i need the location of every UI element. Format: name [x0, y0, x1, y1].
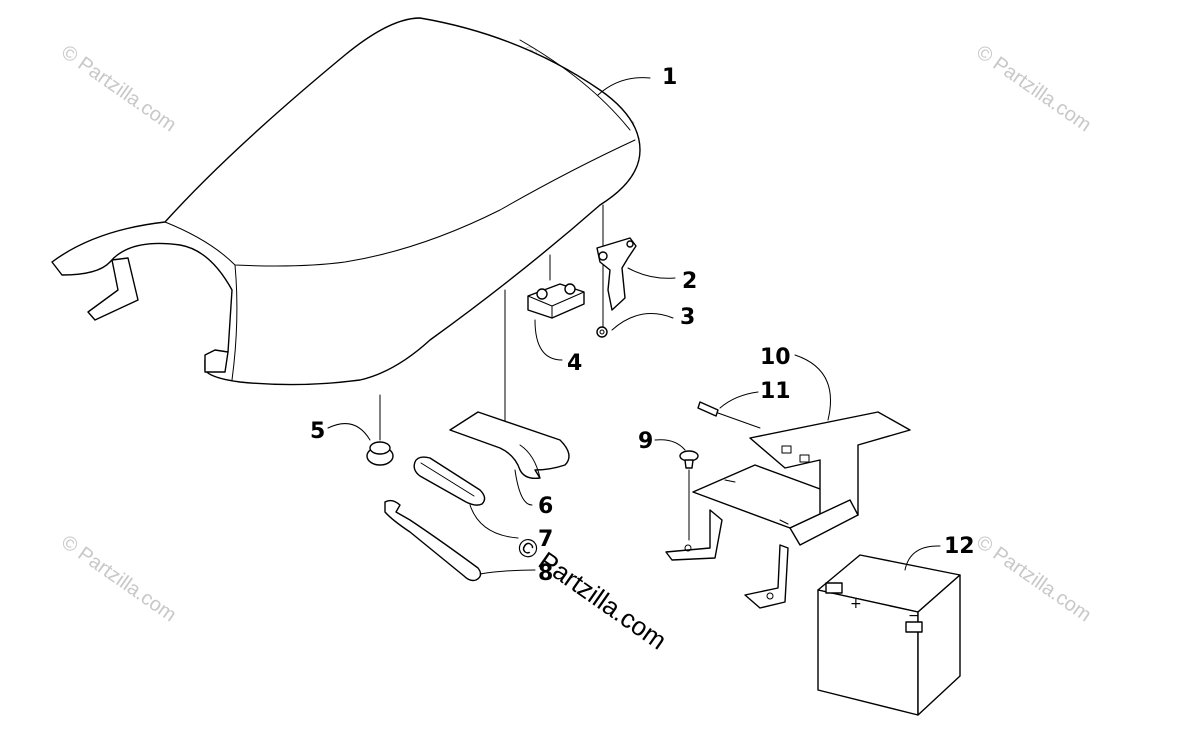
latch-bracket-part — [596, 204, 637, 331]
battery-part: + − — [817, 554, 961, 716]
stud-part — [697, 401, 761, 429]
spanner-wrench-part — [384, 499, 482, 582]
leader-lines — [327, 77, 941, 575]
callout-4: 4 — [567, 351, 582, 376]
nut-part — [596, 326, 608, 338]
svg-text:© Partzilla.com: © Partzilla.com — [512, 530, 673, 655]
tool-cover-part — [449, 289, 570, 480]
svg-text:© Partzilla.com: © Partzilla.com — [57, 41, 180, 136]
bumper-block-part — [527, 254, 585, 319]
battery-minus-mark: − — [908, 608, 920, 624]
watermark-bottom-right: © Partzilla.com — [972, 531, 1095, 626]
battery-tray-part — [665, 411, 911, 609]
watermark-bottom-left: © Partzilla.com — [57, 531, 180, 626]
svg-text:© Partzilla.com: © Partzilla.com — [57, 531, 180, 626]
svg-text:© Partzilla.com: © Partzilla.com — [972, 531, 1095, 626]
callout-2: 2 — [682, 269, 697, 294]
callout-12: 12 — [944, 534, 975, 559]
watermark-center: © Partzilla.com — [512, 530, 673, 655]
callout-6: 6 — [538, 494, 553, 519]
o-ring-part — [413, 456, 486, 506]
callout-1: 1 — [662, 65, 677, 90]
callout-11: 11 — [760, 379, 791, 404]
callout-5: 5 — [310, 419, 325, 444]
watermark-top-right: © Partzilla.com — [972, 41, 1095, 136]
seat-part — [51, 17, 641, 386]
callout-3: 3 — [680, 305, 695, 330]
callout-8: 8 — [538, 561, 553, 586]
screw-part — [679, 450, 699, 541]
callout-7: 7 — [538, 527, 553, 552]
grommet-part — [366, 394, 394, 466]
battery-plus-mark: + — [850, 596, 862, 612]
svg-text:© Partzilla.com: © Partzilla.com — [972, 41, 1095, 136]
callout-9: 9 — [638, 429, 653, 454]
callout-10: 10 — [760, 345, 791, 370]
watermark-top-left: © Partzilla.com — [57, 41, 180, 136]
